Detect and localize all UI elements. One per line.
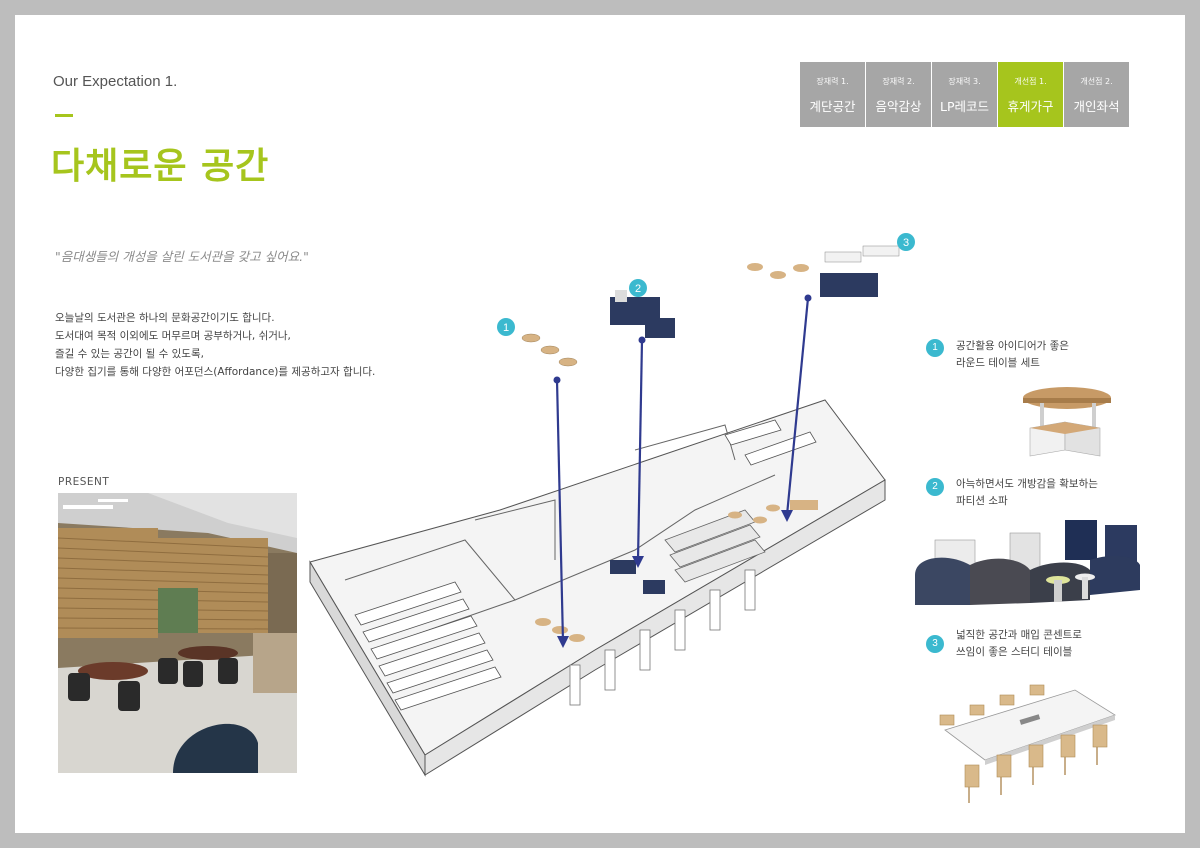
tab-number: 개선점 2. xyxy=(1080,77,1113,86)
tab-label: 음악감상 xyxy=(875,99,922,114)
quote: "음대생들의 개성을 살린 도서관을 갖고 싶어요." xyxy=(55,249,309,264)
tab-label: 개인좌석 xyxy=(1073,99,1120,114)
tab-number: 장재력 2. xyxy=(882,77,915,86)
tab-personal-seat[interactable]: 개선점 2. 개인좌석 xyxy=(1064,62,1129,127)
tab-stairs[interactable]: 장재력 1. 계단공간 xyxy=(800,62,865,127)
tab-number: 장재력 1. xyxy=(816,77,849,86)
section-tabs: 장재력 1. 계단공간 장재력 2. 음악감상 장재력 3. LP레코드 개선점… xyxy=(800,62,1130,127)
intro-line: 오늘날의 도서관은 하나의 문화공간이기도 합니다. xyxy=(55,312,275,324)
feature-1-marker: 1 xyxy=(926,339,944,357)
feature-1-line: 공간활용 아이디어가 좋은 xyxy=(956,340,1069,352)
intro-line: 다양한 집기를 통해 다양한 어포던스(Affordance)를 제공하고자 합… xyxy=(55,366,376,378)
intro-line: 즐길 수 있는 공간이 될 수 있도록, xyxy=(55,348,204,360)
tab-music[interactable]: 장재력 2. 음악감상 xyxy=(866,62,931,127)
present-photo xyxy=(57,493,297,773)
feature-2-marker: 2 xyxy=(926,478,944,496)
round-table-set-image xyxy=(1020,380,1115,464)
plan-marker-1: 1 xyxy=(503,322,509,334)
feature-1-line: 라운드 테이블 세트 xyxy=(956,357,1040,369)
present-label: PRESENT xyxy=(58,476,110,488)
feature-2-text: 아늑하면서도 개방감을 확보하는 파티션 소파 xyxy=(956,476,1098,510)
feature-3-marker: 3 xyxy=(926,635,944,653)
page: Our Expectation 1. 다채로운 공간 장재력 1. 계단공간 장… xyxy=(15,15,1185,833)
tab-label: 계단공간 xyxy=(809,99,856,114)
page-subtitle: Our Expectation 1. xyxy=(53,73,178,90)
intro-text: 오늘날의 도서관은 하나의 문화공간이기도 합니다. 도서대여 목적 이외에도 … xyxy=(55,309,375,381)
feature-3-line: 넓직한 공간과 매입 콘센트로 xyxy=(956,629,1082,641)
partition-sofa-image xyxy=(910,515,1150,614)
tab-label: 휴게가구 xyxy=(1007,99,1054,114)
feature-1-text: 공간활용 아이디어가 좋은 라운드 테이블 세트 xyxy=(956,338,1069,372)
feature-3-text: 넓직한 공간과 매입 콘센트로 쓰임이 좋은 스터디 테이블 xyxy=(956,627,1082,661)
plan-marker-3: 3 xyxy=(903,237,909,249)
intro-line: 도서대여 목적 이외에도 머무르며 공부하거나, 쉬거나, xyxy=(55,330,291,342)
plan-marker-2: 2 xyxy=(635,283,641,295)
tab-lounge-furniture[interactable]: 개선점 1. 휴게가구 xyxy=(998,62,1063,127)
study-table-image xyxy=(925,675,1125,809)
feature-2-line: 파티션 소파 xyxy=(956,495,1008,507)
tab-number: 개선점 1. xyxy=(1014,77,1047,86)
tab-label: LP레코드 xyxy=(939,99,989,114)
accent-bar xyxy=(55,114,73,117)
page-title: 다채로운 공간 xyxy=(51,146,270,187)
feature-3-line: 쓰임이 좋은 스터디 테이블 xyxy=(956,646,1073,658)
feature-2-line: 아늑하면서도 개방감을 확보하는 xyxy=(956,478,1098,490)
floor-plan-illustration: 1 2 3 xyxy=(305,210,915,777)
tab-number: 장재력 3. xyxy=(948,77,981,86)
tab-lp-record[interactable]: 장재력 3. LP레코드 xyxy=(932,62,997,127)
